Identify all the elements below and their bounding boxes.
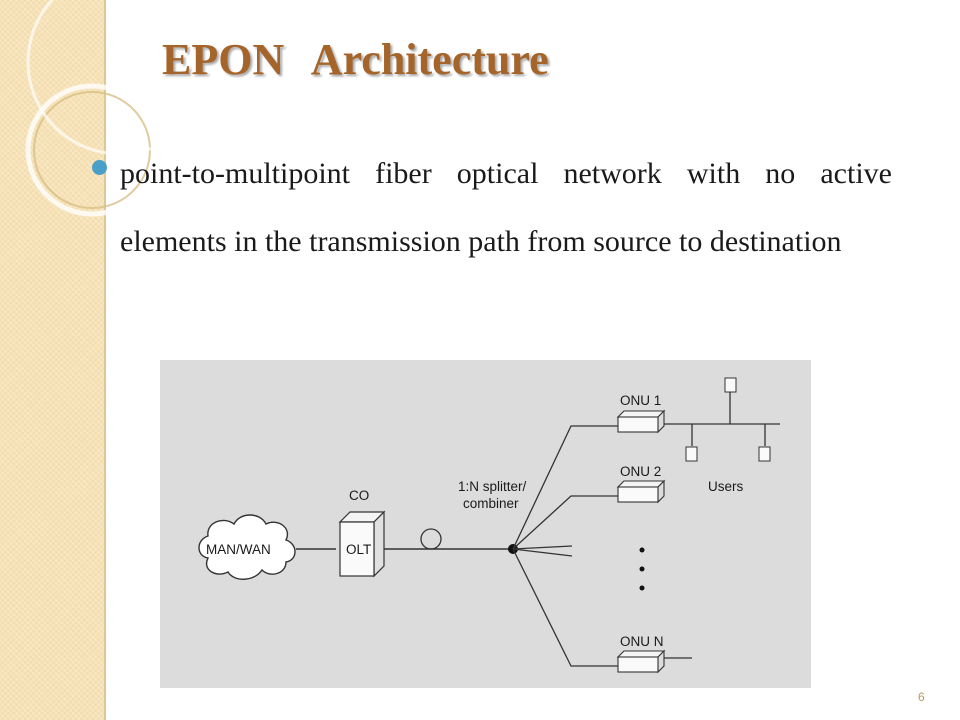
splitter-label-line2: combiner [463,496,519,511]
co-label: CO [349,488,369,503]
ellipsis-dots-icon [639,547,645,591]
slide-title: EPON Architecture [162,35,549,84]
user-bus [664,390,780,446]
bullet-dot-icon [92,160,107,175]
onu1-device-icon [616,409,666,434]
olt-label: OLT [346,542,371,557]
onun-label: ONU N [620,634,664,649]
bullet-text: point-to-multipoint fiber optical networ… [120,157,892,258]
epon-architecture-diagram: MAN/WAN OLT CO 1:N splitter/ combiner [160,360,811,688]
onu1-label: ONU 1 [620,393,661,408]
olt-device-icon [338,510,386,578]
man-wan-cloud-icon [198,514,296,580]
onu2-label: ONU 2 [620,464,661,479]
page-number: 6 [918,690,925,704]
man-wan-label: MAN/WAN [206,542,271,557]
onun-device-icon [616,649,666,674]
decorative-rings [25,0,200,217]
side-decoration-band [0,0,106,720]
users-label: Users [708,479,744,494]
distribution-fibers [512,425,618,667]
splitter-label-line1: 1:N splitter/ [458,479,527,494]
fiber-coil-icon [420,528,442,550]
onu2-device-icon [616,479,666,504]
bullet-item: point-to-multipoint fiber optical networ… [92,140,892,276]
user-terminal-icon [685,377,771,462]
